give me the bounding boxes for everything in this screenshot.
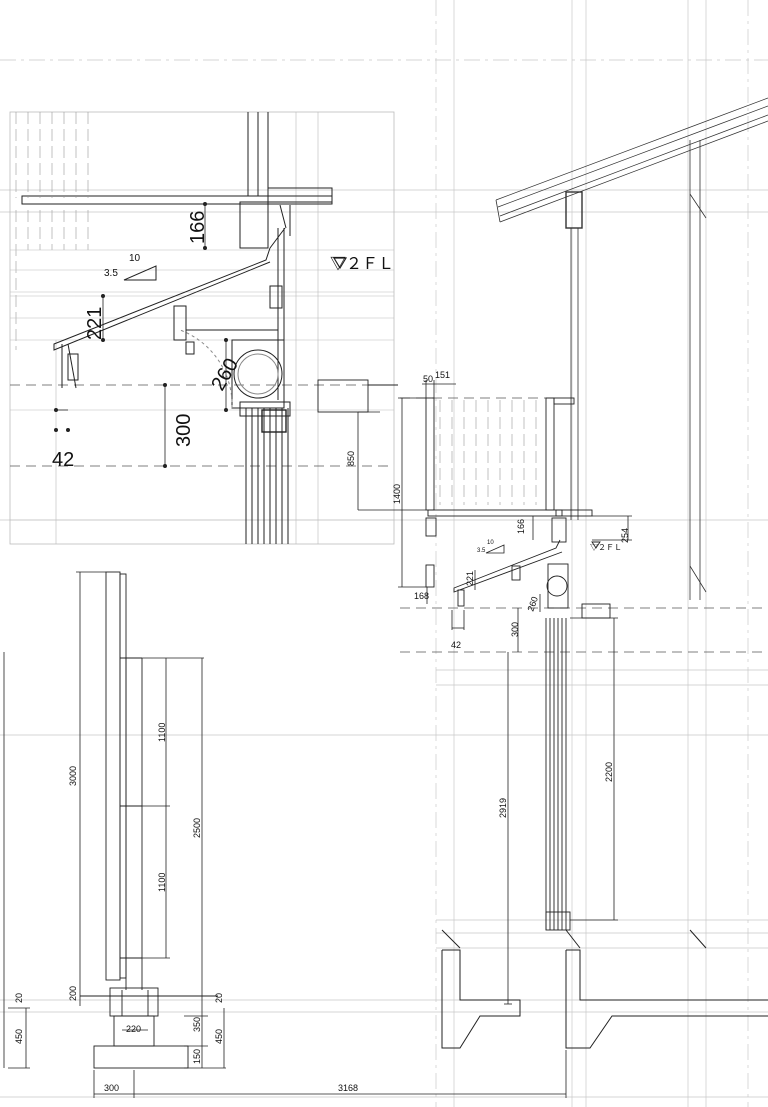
foundation-section bbox=[441, 929, 768, 1049]
section-dim-151: 151 bbox=[435, 370, 450, 380]
section-dim-2919: 2919 bbox=[498, 798, 508, 818]
elevation-dim-1100-bottom: 1100 bbox=[157, 873, 167, 892]
elevation-dim-3168: 3168 bbox=[338, 1083, 358, 1093]
elevation-dim-300: 300 bbox=[104, 1083, 119, 1093]
section-dim-300: 300 bbox=[510, 622, 520, 637]
section-dim-50: 50 bbox=[423, 374, 433, 384]
elevation-dim-20-left: 20 bbox=[14, 993, 24, 1003]
elevation-dim-3000: 3000 bbox=[68, 766, 78, 786]
section-slope-rise: 3.5 bbox=[477, 548, 486, 554]
elevation-dim-2500: 2500 bbox=[192, 818, 202, 838]
roof-section bbox=[495, 97, 768, 600]
elevation-dim-450-left: 450 bbox=[14, 1029, 24, 1044]
section-dim-166: 166 bbox=[516, 519, 526, 534]
section-dim-260: 260 bbox=[525, 595, 540, 613]
elevation-dim-450-right: 450 bbox=[214, 1029, 224, 1044]
section-dim-850: 850 bbox=[346, 451, 356, 466]
sash-rails-detail bbox=[245, 408, 289, 544]
elevation-dim-200: 200 bbox=[68, 986, 78, 1001]
section-floor-mark: ▽２ＦＬ bbox=[590, 543, 622, 552]
main-section bbox=[317, 379, 768, 1049]
section-dim-168: 168 bbox=[414, 591, 429, 601]
detail-slope-rise: 3.5 bbox=[104, 268, 118, 279]
elevation bbox=[3, 571, 567, 1098]
detail-floor-mark: ▽２ＦＬ bbox=[330, 256, 394, 273]
section-slope-run: 10 bbox=[487, 540, 494, 546]
section-dim-254: 254 bbox=[620, 528, 630, 543]
elevation-dim-220: 220 bbox=[126, 1024, 141, 1034]
detail-slope-run: 10 bbox=[129, 253, 141, 264]
detail-dim-42: 42 bbox=[52, 449, 74, 471]
elevation-dim-20-right: 20 bbox=[214, 993, 224, 1003]
section-dim-2200: 2200 bbox=[604, 762, 614, 782]
elevation-dim-1100-top: 1100 bbox=[157, 723, 167, 742]
elevation-dim-350: 350 bbox=[192, 1017, 202, 1032]
detail-frame bbox=[9, 111, 395, 545]
section-dim-1400: 1400 bbox=[392, 484, 402, 504]
detail-dim-166: 166 bbox=[187, 211, 209, 244]
section-dim-221: 221 bbox=[465, 571, 475, 586]
detail-dim-300: 300 bbox=[173, 414, 195, 447]
detail-dim-221: 221 bbox=[84, 307, 106, 340]
level-lines bbox=[400, 397, 768, 653]
sash-section bbox=[545, 618, 571, 931]
section-dim-42: 42 bbox=[451, 640, 461, 650]
elevation-dim-150: 150 bbox=[192, 1049, 202, 1064]
